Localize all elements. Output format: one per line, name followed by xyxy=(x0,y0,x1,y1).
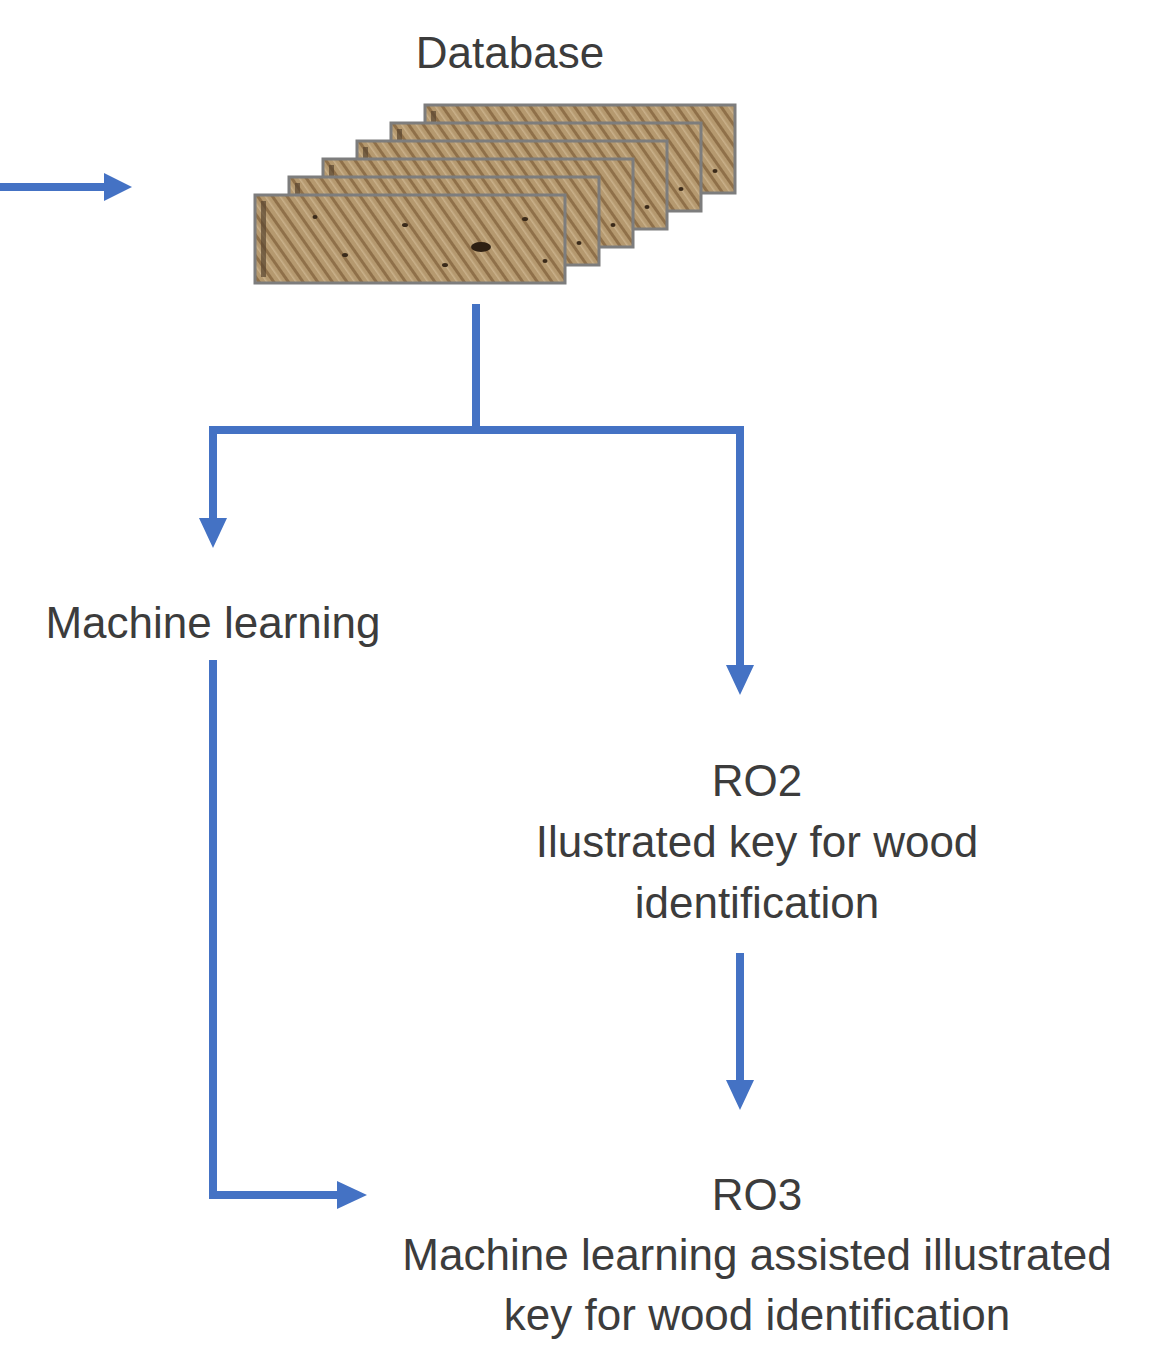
connector-line xyxy=(476,304,740,673)
arrowhead xyxy=(199,518,227,548)
connector-line xyxy=(736,953,744,1088)
objective-text: Machine learning assisted illustrated ke… xyxy=(367,1225,1147,1345)
objective-number: RO3 xyxy=(367,1165,1147,1225)
connector xyxy=(213,660,367,1209)
wood-slice xyxy=(255,195,565,283)
process-label: Machine learning xyxy=(45,598,380,648)
arrowhead xyxy=(337,1181,367,1209)
connector xyxy=(476,304,754,695)
connector xyxy=(199,304,476,548)
database-node: Database xyxy=(255,28,725,304)
objective-text: Ilustrated key for wood identification xyxy=(507,811,1007,933)
connector xyxy=(726,953,754,1110)
database-label: Database xyxy=(295,28,725,78)
objective-node: RO3Machine learning assisted illustrated… xyxy=(367,1110,1147,1345)
incoming-arrow xyxy=(0,183,108,191)
objective-number: RO2 xyxy=(507,750,1007,811)
connector-line xyxy=(213,660,345,1195)
objective-node: RO2Ilustrated key for wood identificatio… xyxy=(507,695,1007,953)
arrowhead xyxy=(726,665,754,695)
connector-line xyxy=(213,304,476,526)
incoming-arrowhead xyxy=(104,173,132,201)
process-node: Machine learning xyxy=(45,548,380,660)
arrowhead xyxy=(726,1080,754,1110)
